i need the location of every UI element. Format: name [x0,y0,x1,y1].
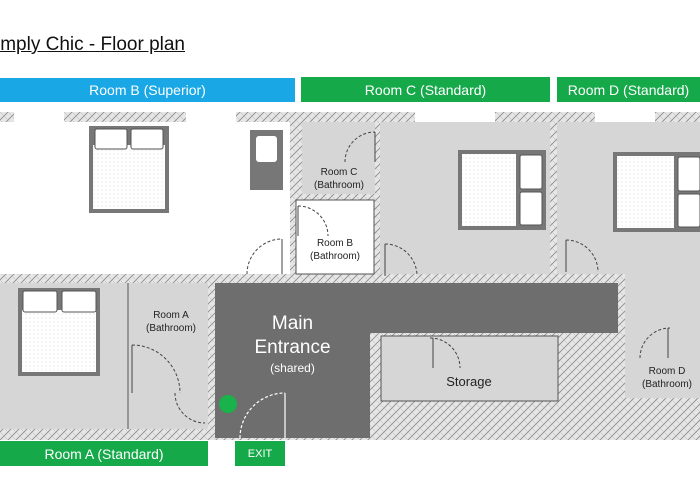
room-c-door-arc [384,243,418,277]
room-d-lower-floor [625,274,700,398]
storage-door-arc [429,337,461,369]
room-d-door-arc [565,239,599,273]
room-c-banner: Room C (Standard) [301,77,550,102]
room-d-bed [613,152,700,232]
storage-label: Storage [446,374,492,389]
room-c-bath-door-arc [344,131,376,163]
exit-dot-icon [219,395,237,413]
room-b-door-arc [246,238,283,275]
room-c-bathroom-floor [302,122,375,194]
storage-floor [380,335,559,402]
room-a-bath-door-arc [131,344,181,394]
exit-banner: EXIT [235,441,285,466]
room-c-bathroom-label: Room C(Bathroom) [313,167,364,191]
room-a-bed [18,288,100,376]
window-notches [14,112,655,122]
room-d-banner: Room D (Standard) [557,77,700,102]
page-title: imply Chic - Floor plan [0,34,185,55]
room-b-bathroom-label: Room B(Bathroom) [309,238,360,262]
room-d-bath-door-arc [639,327,671,359]
room-a-banner: Room A (Standard) [0,441,208,466]
main-entrance-hall [215,283,618,438]
room-b-bed [89,126,169,213]
room-a-bathroom-label: Room A(Bathroom) [145,310,196,334]
room-b-shower [250,130,283,190]
room-b-bathroom-floor [295,199,375,275]
room-a-bathroom-floor [128,283,208,429]
room-b-banner: Room B (Superior) [0,78,295,102]
main-entrance-label: Main Entrance (shared) [254,313,331,375]
room-a-door-arc [174,392,206,424]
room-d-bathroom-label: Room D(Bathroom) [641,366,692,390]
room-b-bath-door-arc [297,205,329,237]
doors [131,131,671,424]
exit-door [219,392,286,439]
room-c-bed [458,150,546,230]
